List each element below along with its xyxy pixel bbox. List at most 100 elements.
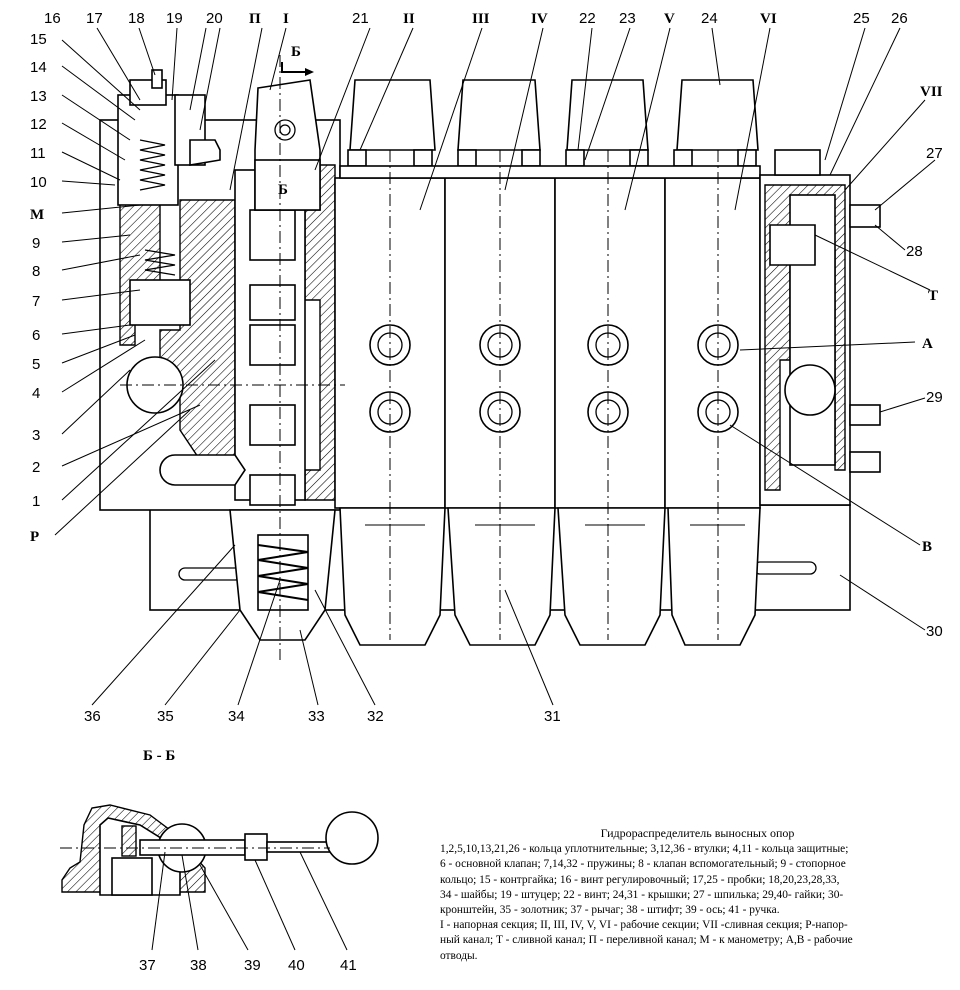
callout-29: 29 [926, 389, 943, 406]
section-cut-marker [281, 62, 305, 73]
label-section-vii: VII [920, 84, 943, 100]
bottom-cap-3 [557, 507, 666, 646]
callout-27: 27 [926, 145, 943, 162]
caption-title: Гидрораспределитель выносных опор [600, 826, 795, 840]
callout-19: 19 [166, 10, 183, 27]
label-section-i-top: I [283, 11, 289, 27]
callout-18: 18 [128, 10, 145, 27]
label-section-ii: II [403, 11, 415, 27]
callout-3: 3 [32, 427, 40, 444]
callout-37: 37 [139, 957, 156, 974]
leader-lines [54, 27, 936, 706]
callout-5: 5 [32, 356, 40, 373]
callout-28: 28 [906, 243, 923, 260]
label-t: T [928, 288, 938, 304]
stud-29-upper [849, 404, 881, 426]
caption-line: 6 - основной клапан; 7,14,32 - пружины; … [440, 858, 846, 871]
caption-line: отводы. [440, 949, 478, 962]
bolt [347, 149, 367, 167]
callout-30: 30 [926, 623, 943, 640]
caption-line: кольцо; 15 - контргайка; 16 - винт регул… [440, 873, 840, 886]
bottom-cap-2 [447, 507, 556, 646]
label-m: M [30, 207, 44, 223]
drain-channel-bore [769, 224, 816, 266]
lever-leader-lines [151, 851, 348, 951]
plug-25 [774, 149, 821, 176]
spring-7 [144, 249, 176, 276]
callout-35: 35 [157, 708, 174, 725]
callout-20: 20 [206, 10, 223, 27]
legend-caption: Гидрораспределитель выносных опор 1,2,5,… [440, 826, 955, 964]
callout-2: 2 [32, 459, 40, 476]
bottom-cap-1 [339, 507, 446, 646]
bolt [565, 149, 585, 167]
caption-line: ный канал; T - сливной канал; П - перели… [440, 934, 853, 947]
callout-36: 36 [84, 708, 101, 725]
spool-head-block [254, 159, 321, 211]
section-cover-2 [457, 79, 541, 151]
callout-38: 38 [190, 957, 207, 974]
callout-14: 14 [30, 59, 47, 76]
caption-line: 1,2,5,10,13,21,26 - кольца уплотнительны… [440, 843, 849, 856]
callout-6: 6 [32, 327, 40, 344]
label-b-out: B [922, 539, 932, 555]
callout-13: 13 [30, 88, 47, 105]
lever-nut-40 [244, 833, 268, 861]
section-cover-1 [349, 79, 436, 151]
spring-32 [257, 544, 309, 601]
callout-26: 26 [891, 10, 908, 27]
callout-24: 24 [701, 10, 718, 27]
stud-27 [849, 204, 881, 228]
callout-25: 25 [853, 10, 870, 27]
callout-4: 4 [32, 385, 40, 402]
spool-land-1 [249, 209, 296, 261]
stud-29-lower [849, 451, 881, 473]
top-flange [339, 165, 761, 179]
spool-land-3 [249, 324, 296, 366]
caption-line: кронштейн, 35 - золотник; 37 - рычаг; 38… [440, 904, 780, 917]
callout-12: 12 [30, 116, 47, 133]
spool-land-5 [249, 474, 296, 506]
label-cut-b: Б [291, 44, 301, 60]
callout-17: 17 [86, 10, 103, 27]
bolt [413, 149, 433, 167]
label-section-v: V [664, 11, 675, 27]
callout-labels: 16 17 18 19 20 П I Б 21 II III IV 22 23 … [30, 10, 943, 764]
spring-14 [139, 139, 166, 191]
section-view-lever: 37 38 39 40 41 [60, 804, 379, 974]
callout-16: 16 [44, 10, 61, 27]
label-a: A [922, 336, 933, 352]
main-assembly [99, 55, 881, 660]
spool-land-2 [249, 284, 296, 321]
caption-line: 34 - шайбы; 19 - штуцер; 22 - винт; 24,3… [440, 888, 844, 901]
drain-plug [159, 454, 246, 486]
callout-22: 22 [579, 10, 596, 27]
spool-head-pin [274, 119, 296, 141]
spool-land-4 [249, 404, 296, 446]
working-sections [334, 79, 761, 646]
drain-channel-port [784, 364, 836, 416]
bottom-cap-4 [667, 507, 761, 646]
lever-rod [266, 841, 336, 853]
callout-1: 1 [32, 493, 40, 510]
callout-34: 34 [228, 708, 245, 725]
port-b-row [369, 391, 739, 433]
lever-pin-block [121, 825, 137, 857]
lever-knob-41 [325, 811, 379, 865]
callout-39: 39 [244, 957, 261, 974]
callout-32: 32 [367, 708, 384, 725]
adjusting-screw [151, 69, 163, 89]
label-section-iii: III [472, 11, 490, 27]
label-p-roman: П [249, 11, 261, 27]
caption-line: I - напорная секция; II, III, IV, V, VI … [440, 919, 848, 932]
main-valve-6 [129, 279, 191, 326]
section-cover-4 [676, 79, 759, 151]
callout-21: 21 [352, 10, 369, 27]
fitting-19-cap [189, 139, 221, 166]
bolt [521, 149, 541, 167]
callout-23: 23 [619, 10, 636, 27]
label-p: P [30, 529, 39, 545]
callout-15: 15 [30, 31, 47, 48]
relief-valve-housing [117, 94, 179, 206]
